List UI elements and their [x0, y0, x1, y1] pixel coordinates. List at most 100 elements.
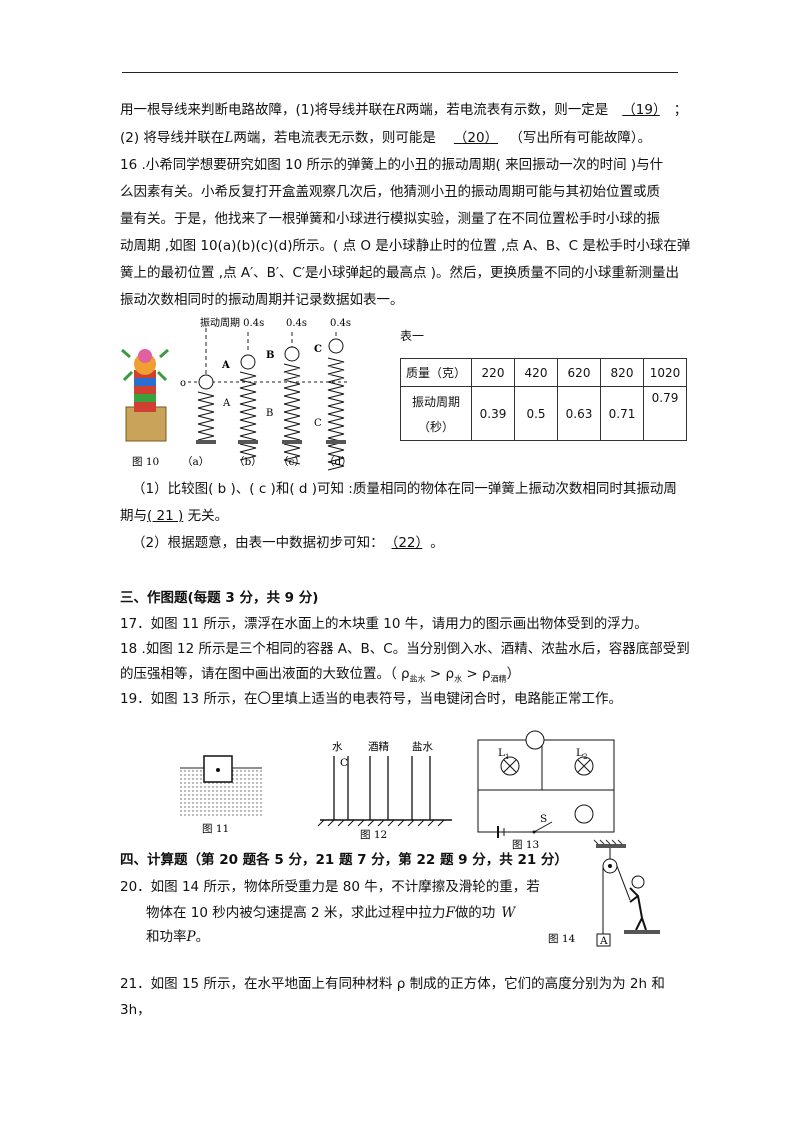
- var-F: F: [445, 905, 455, 921]
- text: > ρ: [425, 666, 455, 682]
- q18-line-1: 18 .如图 12 所示是三个相同的容器 A、B、C。当分别倒入水、酒精、浓盐水…: [120, 641, 690, 657]
- blank-22: （22）: [391, 535, 423, 551]
- table-cell: 0.5: [514, 386, 558, 441]
- table-cell: 0.39: [471, 386, 515, 441]
- subscript: 酒精: [490, 674, 507, 684]
- text: (2) 将导线并联在: [120, 130, 225, 146]
- text: 做的功: [454, 905, 496, 921]
- text: 。: [430, 535, 444, 551]
- label-o: o: [180, 378, 186, 389]
- figure-14: A 图 14: [548, 839, 660, 947]
- header-rule: [122, 72, 678, 73]
- q16-line-5: 簧上的最初位置 ,点 A′、B′、C′是小球弹起的最高点 )。然后，更换质量不同…: [120, 265, 680, 281]
- period-label-c: 0.4s: [286, 318, 307, 329]
- text: 期与: [120, 508, 147, 524]
- fig13-caption: 图 13: [512, 839, 539, 851]
- blank-21: ( 21 ): [147, 508, 184, 524]
- q21-line-1: 21．如图 15 所示，在水平地面上有同种材料 ρ 制成的正方体，它们的高度分别…: [120, 976, 665, 992]
- clown-toy-image: [121, 348, 169, 442]
- q18-line-2: 的压强相等，请在图中画出液面的大致位置。（ ρ盐水 > ρ水 > ρ酒精）: [120, 664, 520, 690]
- text: （2）根据题意，由表一中数据初步可知：: [132, 535, 384, 551]
- table-row: 振动周期 （秒） 0.39 0.5 0.63 0.71 0.79: [400, 386, 687, 441]
- table-header-mass: 质量（克）: [400, 358, 472, 387]
- q16-line-6: 振动次数相同时的振动周期并记录数据如表一。: [120, 292, 404, 308]
- text: 无关。: [183, 508, 229, 524]
- text: ；: [673, 102, 688, 118]
- table1-caption: 表一: [400, 329, 425, 343]
- fig11-caption: 图 11: [202, 823, 229, 835]
- label-A: A: [222, 398, 231, 409]
- q16-answer-1: （1）比较图( b )、( c )和( d )可知 :质量相同的物体在同一弹簧上…: [132, 481, 677, 497]
- q17-text: 17．如图 11 所示，漂浮在水面上的木块重 10 牛，请用力的图示画出物体受到…: [120, 616, 648, 632]
- var-W: W: [501, 905, 516, 921]
- label-brine: 盐水: [412, 740, 433, 753]
- fig12-caption: 图 12: [360, 829, 387, 840]
- text: 。: [195, 929, 210, 945]
- q19-text: 19．如图 13 所示，在〇里填上适当的电表符号，当电键闭合时，电路能正常工作。: [120, 691, 622, 707]
- period-label-ab: 振动周期 0.4s: [200, 316, 264, 329]
- q16-answer-1b: 期与( 21 ) 无关。: [120, 506, 228, 526]
- table-cell: 0.79: [643, 386, 687, 441]
- sub-d: （d）: [324, 456, 352, 468]
- q20-line-3: 和功率P。: [146, 927, 209, 947]
- q16-line-1: 16 .小希同学想要研究如图 10 所示的弹簧上的小丑的振动周期( 来回振动一次…: [120, 157, 664, 173]
- q16-line-3: 量有关。于是，他找来了一根弹簧和小球进行模拟实验，测量了在不同位置松手时小球的振: [120, 211, 660, 227]
- table-cell: 620: [557, 358, 601, 387]
- text: 两端，若电流表有示数，则一定是: [405, 102, 609, 118]
- text-line-2: (2) 将导线并联在L两端，若电流表无示数，则可能是 （20） （写出所有可能故障）…: [120, 128, 651, 148]
- label-L2: L2: [576, 747, 587, 761]
- text: （秒）: [417, 419, 454, 434]
- q21-line-2: 3h，: [120, 1002, 151, 1018]
- label-alcohol: 酒精: [368, 740, 389, 753]
- figure-13: L1 L2 S 图 13: [477, 730, 615, 851]
- table-cell: 220: [471, 358, 515, 387]
- q20-line-1: 20．如图 14 所示，物体所受重力是 80 牛，不计摩擦及滑轮的重，若: [120, 879, 540, 895]
- table-cell: 1020: [643, 358, 687, 387]
- text: > ρ: [462, 666, 491, 682]
- label-C: C: [314, 418, 322, 429]
- subscript: 盐水: [409, 674, 426, 684]
- table-cell: 420: [514, 358, 558, 387]
- table-cell: 820: [600, 358, 644, 387]
- label-water: 水: [332, 741, 343, 753]
- label-B-prime: B: [266, 350, 274, 361]
- fig14-caption: 图 14: [548, 933, 576, 945]
- text: 振动周期: [411, 394, 460, 409]
- q20-line-2: 物体在 10 秒内被匀速提高 2 米，求此过程中拉力F做的功 W: [146, 903, 515, 923]
- section-3-title: 三、作图题(每题 3 分，共 9 分): [120, 590, 319, 606]
- label-L1: L1: [498, 747, 509, 761]
- label-C-prime: C: [314, 344, 322, 355]
- blank-20: （20）: [453, 130, 499, 146]
- sub-b: （b）: [234, 456, 262, 468]
- text-line-1: 用一根导线来判断电路故障，(1)将导线并联在R两端，若电流表有示数，则一定是（1…: [120, 100, 687, 120]
- label-B: B: [266, 408, 273, 419]
- label-A-prime: A: [221, 360, 230, 371]
- table-cell: 0.71: [600, 386, 644, 441]
- var-L: L: [224, 130, 234, 146]
- text: 的压强相等，请在图中画出液面的大致位置。（ ρ: [120, 666, 410, 682]
- table-row: 质量（克） 220 420 620 820 1020: [400, 358, 687, 387]
- fig10-caption: 图 10: [132, 456, 159, 468]
- q16-line-4: 动周期 ,如图 10(a)(b)(c)(d)所示。( 点 O 是小球静止时的位置…: [120, 238, 691, 254]
- section-4-title: 四、计算题（第 20 题各 5 分，21 题 7 分，第 22 题 9 分，共 …: [120, 852, 568, 868]
- text: 两端，若电流表无示数，则可能是: [233, 130, 436, 146]
- var-P: P: [186, 929, 196, 945]
- text: ）: [506, 666, 521, 682]
- text: 和功率: [146, 929, 187, 945]
- q16-answer-2: （2）根据题意，由表一中数据初步可知： （22） 。: [132, 533, 444, 553]
- label-S: S: [540, 813, 547, 825]
- subscript: 水: [454, 674, 463, 684]
- text: 用一根导线来判断电路故障，(1)将导线并联在: [120, 102, 396, 118]
- figure-11: 图 11: [180, 755, 262, 835]
- table-cell: 0.63: [557, 386, 601, 441]
- table-header-period: 振动周期 （秒）: [400, 386, 472, 441]
- figure-12: 水 酒精 盐水 C 图 12: [317, 740, 452, 840]
- label-c: C: [340, 757, 348, 769]
- label-A: A: [599, 935, 608, 947]
- text: （写出所有可能故障）。: [516, 130, 652, 146]
- period-label-d: 0.4s: [330, 318, 351, 329]
- sub-c: （c）: [278, 456, 305, 468]
- text: 物体在 10 秒内被匀速提高 2 米，求此过程中拉力: [146, 905, 446, 921]
- var-R: R: [395, 102, 406, 118]
